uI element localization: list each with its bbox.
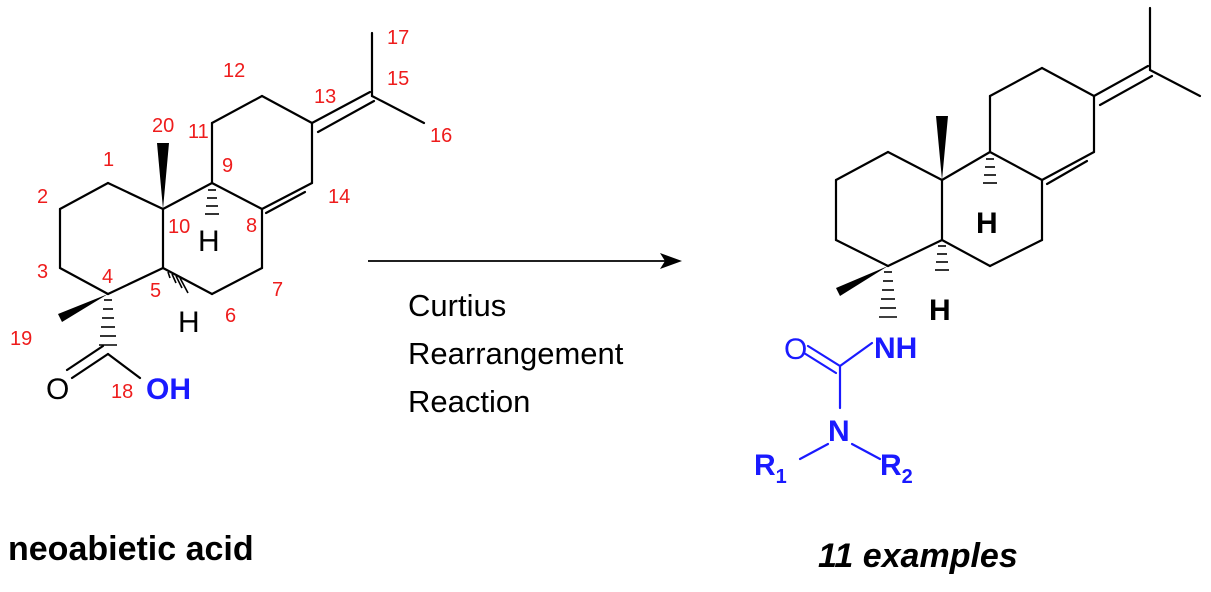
product-h9-label: H [976, 207, 998, 240]
bond-c18-o [70, 352, 110, 380]
carbon-number-13: 13 [314, 86, 336, 108]
wedge-c20 [157, 143, 169, 209]
carbon-number-6: 6 [225, 305, 236, 327]
urea-n-label: N [828, 415, 850, 448]
r1-label: R1 [754, 449, 787, 488]
bond-c14-c8 [260, 181, 314, 211]
hydroxyl-label: OH [146, 373, 191, 406]
bond-c1-c10 [106, 181, 165, 211]
bond-c11-c12 [210, 94, 264, 125]
carbon-number-17: 17 [387, 27, 409, 49]
bond-c1-c2 [58, 181, 110, 211]
neoabietic-acid-structure: O OH H H 1 2 3 4 5 6 7 8 9 10 11 12 13 1… [10, 27, 452, 406]
carbon-number-19: 19 [10, 328, 32, 350]
carbon-number-14: 14 [328, 186, 350, 208]
carbon-number-9: 9 [222, 155, 233, 177]
bond-c6-c5 [161, 266, 214, 296]
wedge-c19 [58, 294, 108, 322]
carbon-number-20: 20 [152, 115, 174, 137]
product-structure: H H O NH N R1 R2 [754, 6, 1202, 488]
carbon-number-12: 12 [223, 60, 245, 82]
urea-nh-label: NH [874, 332, 917, 365]
h5-label: H [178, 306, 200, 339]
carbon-number-2: 2 [37, 186, 48, 208]
hash-h5 [167, 271, 189, 294]
carbon-number-7: 7 [272, 279, 283, 301]
hash-c4-c18 [99, 299, 117, 346]
urea-oxygen-label: O [784, 333, 807, 366]
carbon-number-5: 5 [150, 280, 161, 302]
bond-c14-c8-inner [264, 190, 307, 215]
carbon-number-1: 1 [103, 149, 114, 171]
condition-curtius: Curtius [408, 288, 506, 323]
r2-label: R2 [880, 449, 913, 488]
bond-c15-c16 [370, 94, 426, 125]
reaction-arrow [368, 253, 682, 269]
carbon-number-10: 10 [168, 216, 190, 238]
bond-c13-c15-double [316, 99, 376, 134]
bond-c3-c4 [58, 266, 110, 296]
hash-h9 [205, 189, 219, 215]
bond-c9-c8 [210, 181, 264, 211]
bond-c18-oh [106, 352, 142, 380]
carbon-number-11: 11 [188, 121, 209, 143]
bond-c12-c13 [260, 94, 314, 125]
h9-label: H [198, 225, 220, 258]
bond-c7-c6 [210, 266, 264, 296]
reactant-caption: neoabietic acid [8, 530, 254, 568]
condition-reaction: Reaction [408, 384, 530, 419]
product-caption: 11 examples [818, 537, 1018, 575]
bond-c10-c9 [161, 181, 214, 211]
condition-rearrangement: Rearrangement [408, 336, 624, 371]
carbon-number-16: 16 [430, 125, 452, 147]
carbonyl-oxygen-label: O [46, 373, 69, 406]
bond-c4-c5 [106, 266, 165, 296]
carbon-number-3: 3 [37, 261, 48, 283]
carbon-number-4: 4 [102, 266, 113, 288]
product-h5-label: H [929, 294, 951, 327]
carbon-number-18: 18 [111, 381, 133, 403]
bond-c13-c15 [310, 90, 372, 125]
carbon-number-15: 15 [387, 68, 409, 90]
carbon-number-8: 8 [246, 215, 257, 237]
bond-c18-o-double [65, 344, 105, 372]
